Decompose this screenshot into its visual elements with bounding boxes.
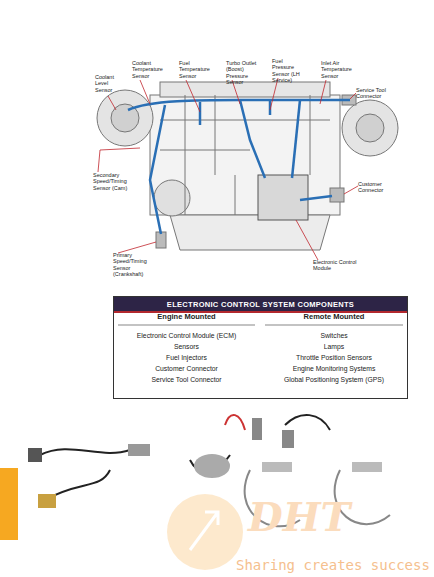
page-tab xyxy=(0,468,18,540)
callout-label: Coolant Temperature Sensor xyxy=(132,60,162,79)
callout-label: Inlet Air Temperature Sensor xyxy=(321,60,351,79)
engine-drawing xyxy=(97,82,398,250)
table-cell: Sensors xyxy=(113,343,260,351)
leader-line xyxy=(118,242,156,253)
leader-line xyxy=(296,220,318,260)
table-cell: Throttle Position Sensors xyxy=(260,354,408,362)
sensor-cable xyxy=(40,449,130,455)
engine-block xyxy=(150,95,340,215)
leader-line xyxy=(350,93,356,99)
callout-label: Primary Speed/Timing Sensor (Crankshaft) xyxy=(113,252,153,277)
valve-cover xyxy=(160,82,330,97)
sensor-body xyxy=(262,462,292,472)
callout-label: Electronic Control Module xyxy=(313,259,357,272)
header-rule xyxy=(118,325,403,326)
sensor-body xyxy=(282,430,294,448)
watermark-text: Sharing creates success xyxy=(236,557,434,573)
callout-label: Service Tool Connector xyxy=(356,87,392,100)
table-cell: Fuel Injectors xyxy=(113,354,260,362)
table-cell: Engine Monitoring Systems xyxy=(260,365,408,373)
sensor-body xyxy=(352,462,382,472)
leader-line xyxy=(108,96,116,110)
sensor-body xyxy=(252,418,262,440)
leader-line xyxy=(140,80,150,104)
leader-line xyxy=(320,80,326,104)
sensor-cable xyxy=(285,415,330,430)
sensor-body xyxy=(38,494,56,508)
callout-label: Coolant Level Sensor xyxy=(95,74,119,93)
harness-branch xyxy=(200,100,270,125)
sensor-plug xyxy=(28,448,42,462)
table-cell: Engine Mounted xyxy=(113,313,260,322)
leader-line xyxy=(344,186,358,194)
ecm-box xyxy=(258,175,308,220)
wiring-harness xyxy=(128,100,350,234)
harness-branch xyxy=(240,100,265,178)
harness-branch xyxy=(292,100,300,178)
sensor-body xyxy=(194,454,230,478)
leader-lines xyxy=(98,78,358,260)
callout-label: Secondary Speed/Timing Sensor (Cam) xyxy=(93,172,129,191)
watermark-circle xyxy=(167,494,243,570)
watermark-arrow xyxy=(190,512,218,550)
callout-label: Fuel Temperature Sensor xyxy=(179,60,205,79)
callout-label: Turbo Outlet (Boost) Pressure Sensor xyxy=(226,60,260,85)
turbo-right-inner xyxy=(356,114,384,142)
turbo-right xyxy=(342,100,398,156)
callout-label: Fuel Pressure Sensor (LH Service) xyxy=(272,58,306,83)
table-cell: Remote Mounted xyxy=(260,313,408,322)
callout-label: Customer Connector xyxy=(358,181,388,194)
harness-branch xyxy=(150,105,165,234)
customer-connector-part xyxy=(330,188,344,202)
crank-sensor xyxy=(156,232,166,248)
table-cell: Customer Connector xyxy=(113,365,260,373)
table-cell: Switches xyxy=(260,332,408,340)
components-table: ELECTRONIC CONTROL SYSTEM COMPONENTS xyxy=(113,296,408,399)
leader-line xyxy=(186,80,200,112)
table-cell: Service Tool Connector xyxy=(113,376,260,384)
sensor-body xyxy=(128,444,150,456)
table-lines xyxy=(118,325,403,326)
leader-line xyxy=(98,148,140,172)
harness-branch xyxy=(300,196,332,200)
table-cell: Global Positioning System (GPS) xyxy=(260,376,408,384)
table-cell: Electronic Control Module (ECM) xyxy=(113,332,260,340)
watermark-text: DHT xyxy=(248,494,358,540)
table-title: ELECTRONIC CONTROL SYSTEM COMPONENTS xyxy=(114,297,407,313)
engine-detail xyxy=(160,95,330,215)
sensor-cable xyxy=(225,415,245,430)
turbo-left xyxy=(97,90,153,146)
table-cell: Lamps xyxy=(260,343,408,351)
